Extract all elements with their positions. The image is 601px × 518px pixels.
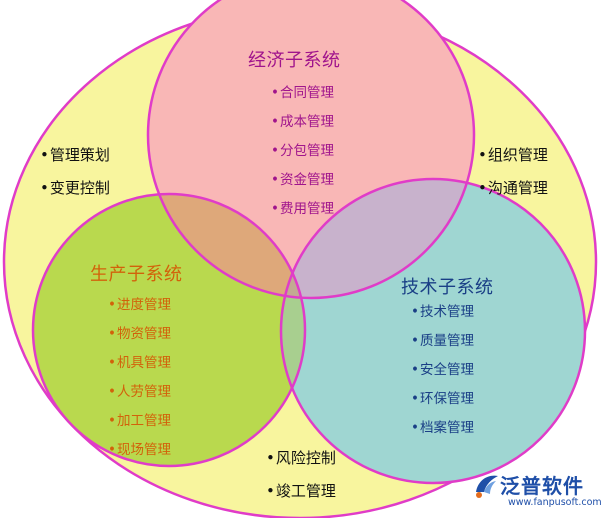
logo-url: www.fanpusoft.com	[508, 497, 601, 508]
outer-left-item: 管理策划	[40, 139, 110, 172]
technical-item: 环保管理	[411, 385, 474, 414]
production-item: 现场管理	[108, 436, 171, 465]
overlap-economic-production	[148, 194, 305, 298]
production-items-list: 进度管理 物资管理 机具管理 人劳管理 加工管理 现场管理	[108, 291, 171, 465]
outer-bottom-list: 风险控制 竣工管理	[266, 442, 336, 508]
logo-name: 泛普软件	[500, 474, 584, 498]
outer-right-item: 组织管理	[478, 139, 548, 172]
economic-item: 成本管理	[271, 108, 334, 137]
fanpu-logo-icon	[476, 475, 498, 498]
economic-item: 费用管理	[271, 195, 334, 224]
production-item: 物资管理	[108, 320, 171, 349]
economic-item: 分包管理	[271, 137, 334, 166]
technical-item: 质量管理	[411, 327, 474, 356]
production-item: 加工管理	[108, 407, 171, 436]
technical-item: 技术管理	[411, 298, 474, 327]
fanpu-logo: 泛普软件 www.fanpusoft.com	[472, 470, 601, 514]
economic-subsystem-title: 经济子系统	[248, 50, 341, 71]
production-subsystem-title: 生产子系统	[90, 264, 183, 285]
outer-right-item: 沟通管理	[478, 172, 548, 205]
economic-items-list: 合同管理 成本管理 分包管理 资金管理 费用管理	[271, 79, 334, 224]
production-item: 进度管理	[108, 291, 171, 320]
outer-left-item: 变更控制	[40, 172, 110, 205]
outer-right-list: 组织管理 沟通管理	[478, 139, 548, 205]
economic-item: 资金管理	[271, 166, 334, 195]
production-item: 人劳管理	[108, 378, 171, 407]
outer-left-list: 管理策划 变更控制	[40, 139, 110, 205]
outer-bottom-item: 风险控制	[266, 442, 336, 475]
production-item: 机具管理	[108, 349, 171, 378]
technical-item: 安全管理	[411, 356, 474, 385]
technical-subsystem-title: 技术子系统	[401, 277, 494, 298]
technical-items-list: 技术管理 质量管理 安全管理 环保管理 档案管理	[411, 298, 474, 443]
technical-item: 档案管理	[411, 414, 474, 443]
outer-bottom-item: 竣工管理	[266, 475, 336, 508]
economic-item: 合同管理	[271, 79, 334, 108]
overlap-economic-technical	[281, 179, 474, 298]
